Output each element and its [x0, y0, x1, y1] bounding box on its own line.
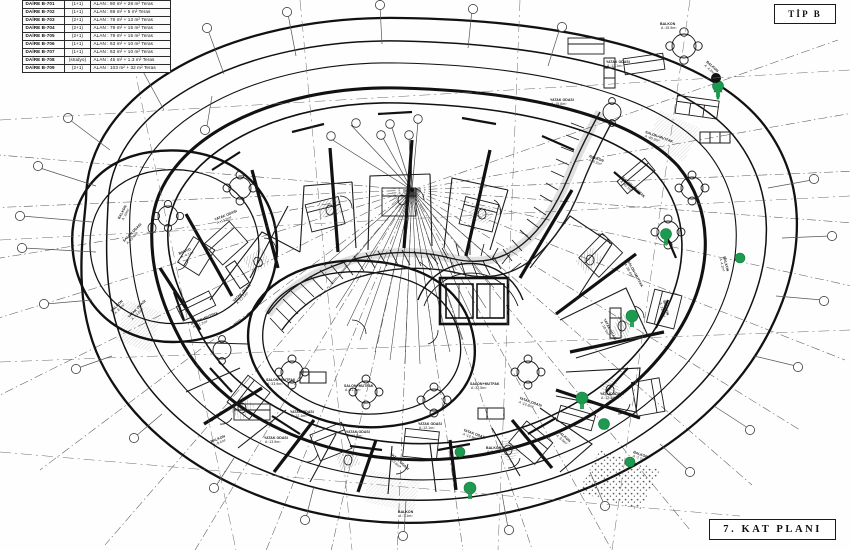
unit-area: ALAN : 69 m² + 5 m² Teras	[90, 7, 171, 17]
window-openings	[172, 110, 678, 452]
unit-type: (1+1)	[64, 47, 91, 57]
site-boundary	[80, 16, 799, 524]
room-area: A :15.6m²	[551, 102, 567, 107]
unit-area: ALAN : 78 m² + 13 m² Teras	[90, 15, 171, 25]
room-label: YATAK ODASI A :12.3m²	[600, 392, 624, 401]
unit-name: DAİRE B-701	[22, 0, 65, 9]
room-area: A :13.1m²	[607, 64, 623, 69]
room-area: A :12.1m²	[419, 426, 435, 431]
room-label: YATAK ODASI A :12.1m²	[290, 410, 314, 419]
room-area: A :15.9m²	[661, 26, 677, 31]
room-name: YATAK ODASI	[418, 422, 442, 426]
room-label: YATAK ODASI A :12.1m²	[418, 422, 442, 431]
room-name: YATAK ODASI	[264, 436, 288, 440]
room-area: A :7.1m²	[399, 514, 413, 519]
unit-area: ALAN : 63 m² + 10 m² Teras	[90, 47, 171, 57]
sanitary-fixtures	[147, 194, 627, 466]
unit-area: ALAN : 79 m² + 15 m² Teras	[90, 31, 171, 41]
axis-bubble-stems	[330, 121, 419, 191]
room-label: BALKON A :7.1m²	[398, 510, 413, 519]
table-row: DAİRE B-708 (stüdyo) ALAN : 45 m² + 1.3 …	[22, 55, 171, 65]
axis-bubbles-top	[326, 114, 423, 141]
unit-area: ALAN : 63 m² + 10 m² Teras	[90, 39, 171, 49]
unit-name: DAİRE B-706	[22, 39, 65, 49]
room-label: YATAK ODASI A :15.6m²	[550, 98, 574, 107]
room-area: A :12.3m²	[601, 396, 617, 401]
room-area: A :32.5m²	[471, 386, 487, 391]
room-label: SALON+MUTFAK A :33.9m²	[266, 378, 295, 387]
room-name: SALON+MUTFAK	[266, 378, 296, 382]
room-name: YATAK ODASI	[290, 410, 314, 414]
room-name: SALON+MUTFAK	[344, 384, 374, 388]
drawing-title-label: 7. KAT PLANI	[709, 519, 836, 540]
room-area: A :31.1m²	[345, 388, 361, 393]
unit-type: (2+1)	[64, 15, 91, 25]
unit-name: DAİRE B-703	[22, 15, 65, 25]
corridor-steps	[269, 110, 590, 334]
drawing-type-label: TİP B	[774, 4, 836, 24]
unit-type: (stüdyo)	[64, 55, 91, 65]
table-row: DAİRE B-709 (2+1) ALAN : 103 m² + 32 m² …	[22, 63, 171, 73]
schedule-body: DAİRE B-701 (1+1) ALAN : 80 m² + 28 m² T…	[22, 0, 171, 73]
room-label: YATAK ODASI A :13.1m²	[606, 60, 630, 69]
room-area: A :13.9m²	[265, 440, 281, 445]
building-outer-wall	[150, 86, 707, 462]
unit-type: (1+1)	[64, 0, 91, 9]
unit-name: DAİRE B-707	[22, 47, 65, 57]
room-name: BALKON	[398, 510, 414, 514]
room-label: BALKON A :15.9m²	[660, 22, 676, 31]
furniture-tables	[151, 27, 710, 418]
room-name: BALKON	[486, 446, 502, 450]
unit-name: DAİRE B-702	[22, 7, 65, 17]
table-row: DAİRE B-705 (2+1) ALAN : 79 m² + 15 m² T…	[22, 31, 171, 41]
unit-type: (1+1)	[64, 7, 91, 17]
room-label: SALON+MUTFAK A :32.5m²	[470, 382, 499, 391]
interior-partitions	[179, 173, 649, 495]
room-name: BALKON	[660, 22, 676, 26]
unit-area: ALAN : 79 m² + 15 m² Teras	[90, 23, 171, 33]
unit-name: DAİRE B-709	[22, 63, 65, 73]
room-name: YATAK ODASI	[346, 430, 370, 434]
room-name: YATAK ODASI	[600, 392, 624, 396]
curved-corridor	[264, 109, 613, 331]
room-area: A :5.9m²	[487, 450, 501, 455]
room-area: A :33.9m²	[267, 382, 283, 387]
apartment-schedule-table: DAİRE B-701 (1+1) ALAN : 80 m² + 28 m² T…	[22, 0, 171, 73]
table-row: DAİRE B-701 (1+1) ALAN : 80 m² + 28 m² T…	[22, 0, 171, 9]
table-row: DAİRE B-702 (1+1) ALAN : 69 m² + 5 m² Te…	[22, 7, 171, 17]
room-name: YATAK ODASI	[550, 98, 574, 102]
unit-area: ALAN : 80 m² + 28 m² Teras	[90, 0, 171, 9]
unit-type: (1+1)	[64, 39, 91, 49]
room-area: A :12.1m²	[291, 414, 307, 419]
room-label: SALON+MUTFAK A :31.1m²	[344, 384, 373, 393]
room-label: YATAK ODASI A :13.9m²	[264, 436, 288, 445]
room-label: YATAK ODASI A :12.3m²	[346, 430, 370, 439]
unit-type: (2+1)	[64, 23, 91, 33]
unit-type: (2+1)	[64, 31, 91, 41]
table-row: DAİRE B-706 (1+1) ALAN : 63 m² + 10 m² T…	[22, 39, 171, 49]
furniture-sofas	[175, 37, 731, 432]
unit-name: DAİRE B-708	[22, 55, 65, 65]
room-name: SALON+MUTFAK	[470, 382, 500, 386]
furniture-beds	[177, 187, 683, 465]
unit-area: ALAN : 45 m² + 1.3 m² Teras	[90, 55, 171, 65]
radial-focus-point	[409, 187, 415, 193]
table-row: DAİRE B-707 (1+1) ALAN : 63 m² + 10 m² T…	[22, 47, 171, 57]
table-row: DAİRE B-704 (2+1) ALAN : 79 m² + 15 m² T…	[22, 23, 171, 33]
table-row: DAİRE B-703 (2+1) ALAN : 78 m² + 13 m² T…	[22, 15, 171, 25]
room-label: BALKON A :5.9m²	[486, 446, 501, 455]
unit-area: ALAN : 103 m² + 32 m² Teras	[90, 63, 171, 73]
unit-type: (2+1)	[64, 63, 91, 73]
door-swings	[177, 187, 645, 475]
tree-symbols	[454, 73, 746, 499]
unit-name: DAİRE B-705	[22, 31, 65, 41]
unit-name: DAİRE B-704	[22, 23, 65, 33]
room-name: YATAK ODASI	[606, 60, 630, 64]
room-area: A :12.3m²	[347, 434, 363, 439]
radial-axis-lines	[0, 39, 850, 550]
